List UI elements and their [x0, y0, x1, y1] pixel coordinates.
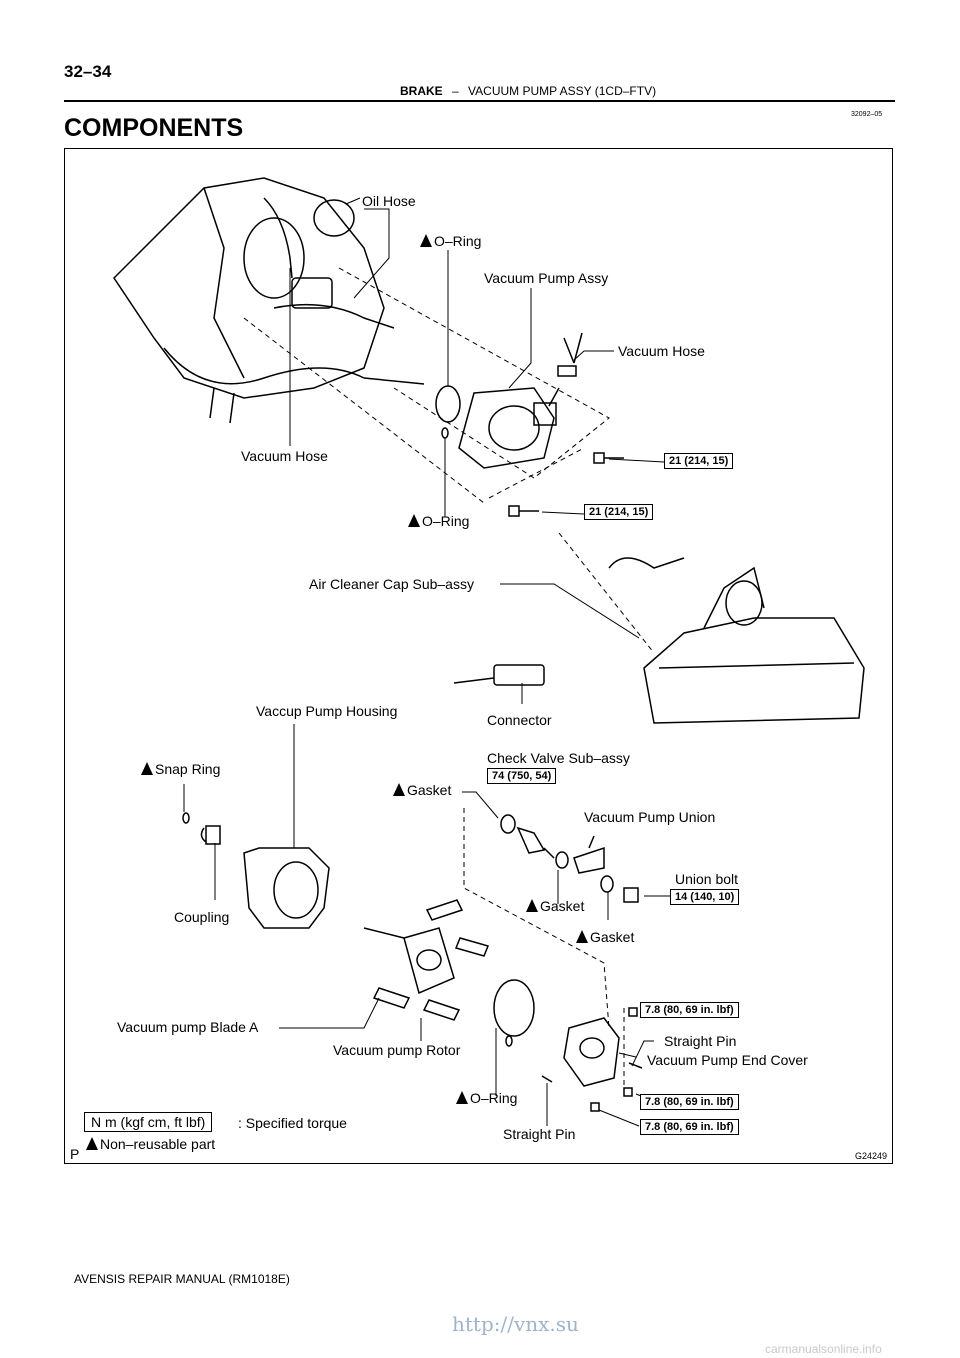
- label-rotor: Vacuum pump Rotor: [333, 1042, 461, 1058]
- label-vaccup-housing: Vaccup Pump Housing: [256, 703, 398, 719]
- o-ring-large-top: [435, 385, 461, 423]
- watermark-site[interactable]: carmanualsonline.info: [765, 1342, 882, 1356]
- label-gasket-3: Gasket: [576, 929, 634, 945]
- header-section: BRAKE: [400, 84, 443, 98]
- vacuum-pump-assy-drawing: [458, 387, 560, 469]
- torque-6: 7.8 (80, 69 in. lbf): [640, 1094, 739, 1110]
- legend-unit-box: N m (kgf cm, ft lbf): [84, 1112, 213, 1132]
- legend-nonreusable: Non–reusable part: [86, 1136, 215, 1152]
- bolt-4: [623, 1087, 633, 1097]
- o-ring-large-bottom: [493, 979, 535, 1037]
- gasket-2: [555, 851, 569, 869]
- torque-5: 7.8 (80, 69 in. lbf): [640, 1002, 739, 1018]
- header-rule: [64, 100, 895, 102]
- assembly-lines: [243, 267, 655, 1088]
- pin-2: [541, 1075, 553, 1083]
- torque-7: 7.8 (80, 69 in. lbf): [640, 1119, 739, 1135]
- label-connector: Connector: [487, 712, 552, 728]
- footer-manual: AVENSIS REPAIR MANUAL (RM1018E): [74, 1272, 290, 1286]
- label-vacuum-hose-left: Vacuum Hose: [241, 448, 328, 464]
- label-straight-pin-right: Straight Pin: [664, 1033, 737, 1049]
- label-oil-hose: Oil Hose: [362, 193, 416, 209]
- label-vacuum-pump-assy: Vacuum Pump Assy: [484, 270, 609, 286]
- snap-ring: [182, 812, 190, 824]
- blade-1: [425, 899, 464, 921]
- nonreusable-icon: [393, 783, 405, 796]
- label-coupling: Coupling: [174, 909, 230, 925]
- leader-lines: [183, 197, 670, 1127]
- label-vacuum-pump-union: Vacuum Pump Union: [584, 809, 716, 825]
- page-title: COMPONENTS: [64, 114, 244, 142]
- header-subtitle: VACUUM PUMP ASSY (1CD–FTV): [468, 84, 657, 98]
- page-number: 32–34: [64, 62, 112, 81]
- housing-drawing: [243, 847, 330, 929]
- nonreusable-icon: [526, 899, 538, 912]
- figure-id: G24249: [855, 1151, 888, 1161]
- legend-unit-desc: : Specified torque: [238, 1115, 347, 1131]
- doc-id: 32092–05: [851, 111, 883, 118]
- blade-3: [372, 987, 411, 1009]
- gasket-3: [600, 875, 614, 893]
- label-air-cleaner: Air Cleaner Cap Sub–assy: [309, 576, 474, 592]
- figure-frame: [64, 148, 893, 1164]
- air-cleaner-drawing: [608, 557, 865, 724]
- label-union-bolt: Union bolt: [675, 871, 739, 887]
- bolt-5: [590, 1102, 600, 1112]
- torque-1: 21 (214, 15): [664, 453, 734, 469]
- nonreusable-icon: [408, 514, 420, 527]
- torque-3: 74 (750, 54): [487, 768, 557, 784]
- label-o-ring-top: O–Ring: [420, 233, 481, 249]
- check-valve-drawing: [516, 826, 555, 859]
- blade-4: [422, 999, 461, 1021]
- figure-corner-letter: P: [70, 1146, 80, 1162]
- o-ring-small-top: [441, 427, 449, 439]
- union-drawing: [573, 835, 605, 874]
- label-gasket-2: Gasket: [526, 898, 584, 914]
- bolt-3: [628, 1007, 638, 1017]
- torque-2: 21 (214, 15): [584, 504, 654, 520]
- label-end-cover: Vacuum Pump End Cover: [647, 1052, 808, 1068]
- bolt-1: [593, 452, 624, 464]
- blade-thin: [363, 927, 405, 939]
- label-straight-pin-bottom: Straight Pin: [503, 1126, 576, 1142]
- gasket-1: [500, 814, 516, 834]
- engine-drawing: [113, 177, 425, 424]
- nonreusable-icon: [456, 1091, 468, 1104]
- pin-1: [628, 1062, 643, 1069]
- label-o-ring-bottom: O–Ring: [456, 1090, 517, 1106]
- union-bolt-drawing: [623, 887, 639, 903]
- label-o-ring-mid: O–Ring: [408, 513, 469, 529]
- nonreusable-icon: [86, 1137, 98, 1150]
- nonreusable-icon: [141, 762, 153, 775]
- label-snap-ring: Snap Ring: [141, 761, 220, 777]
- header-separator: –: [452, 84, 459, 98]
- blade-2: [454, 937, 490, 957]
- connector-drawing: [453, 664, 545, 686]
- label-vacuum-hose-right: Vacuum Hose: [618, 343, 705, 359]
- end-cover-drawing: [563, 1017, 620, 1087]
- bolt-2: [508, 505, 539, 517]
- coupling-drawing: [200, 825, 221, 845]
- components-illustration: [113, 177, 865, 1127]
- vacuum-hose-drawing: [557, 332, 583, 377]
- nonreusable-icon: [576, 930, 588, 943]
- label-blade-a: Vacuum pump Blade A: [117, 1019, 259, 1035]
- label-gasket-1: Gasket: [393, 782, 451, 798]
- watermark-url[interactable]: http://vnx.su: [452, 1312, 579, 1336]
- torque-4: 14 (140, 10): [670, 889, 740, 905]
- nonreusable-icon: [420, 234, 432, 247]
- label-check-valve: Check Valve Sub–assy: [487, 750, 630, 766]
- o-ring-small-bottom: [505, 1035, 513, 1047]
- page-header: BRAKE – VACUUM PUMP ASSY (1CD–FTV): [400, 84, 656, 98]
- rotor-drawing: [403, 927, 455, 995]
